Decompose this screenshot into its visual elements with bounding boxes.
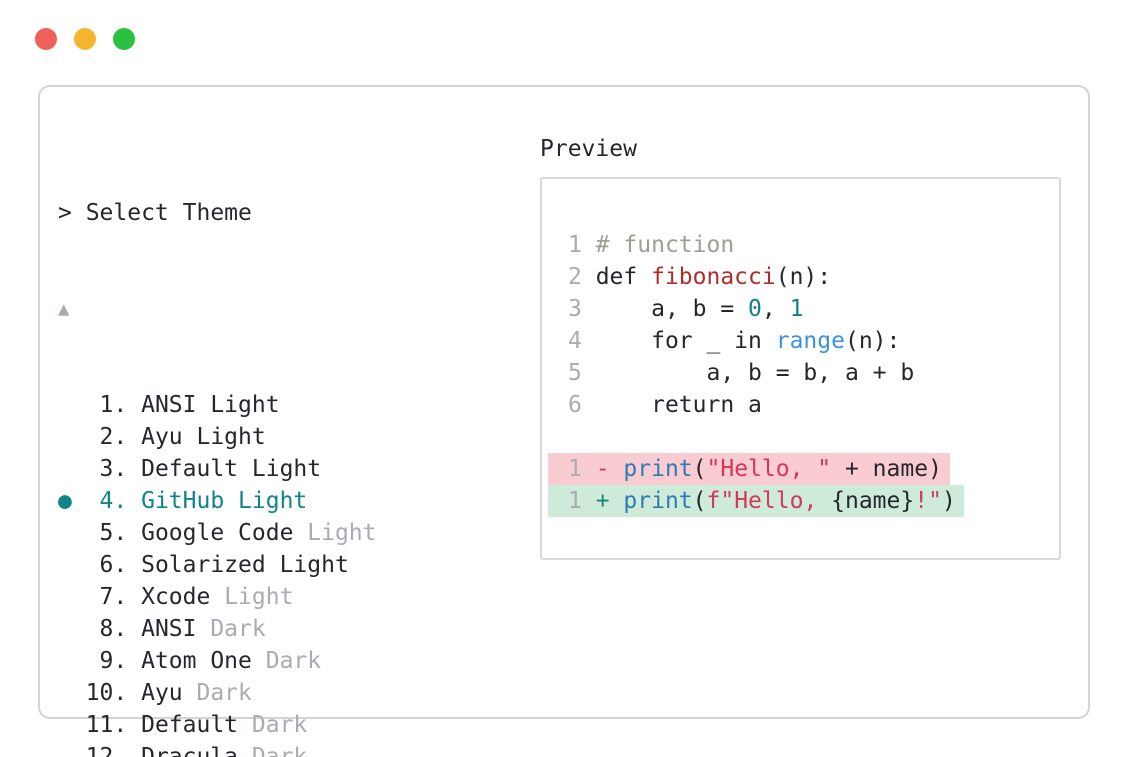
theme-option-variant: Dark	[182, 680, 252, 706]
theme-option-variant: Light	[293, 520, 377, 546]
theme-option-solarized-light[interactable]: 6. Solarized Light	[58, 549, 518, 581]
theme-option-name: Atom One	[141, 648, 252, 674]
theme-option-name: Xcode	[141, 584, 211, 610]
theme-option-name: Ayu Light	[141, 424, 266, 450]
theme-option-name: Dracula	[141, 744, 239, 757]
preview-code-box: 1 # function 2 def fibonacci(n): 3 a, b = …	[540, 177, 1061, 560]
theme-option-variant: Dark	[196, 616, 266, 642]
selected-item-marker: ● 4.	[58, 488, 142, 514]
theme-option-ayu-light[interactable]: 2. Ayu Light	[58, 421, 518, 453]
theme-option-number: 1.	[58, 392, 142, 418]
diff-added-line: 1 + print(f"Hello, {name}!")	[548, 485, 964, 517]
diff-removed-line: 1 - print("Hello, " + name)	[548, 453, 950, 485]
code-line: 3 a, b = 0, 1	[568, 296, 804, 322]
theme-option-name: Default	[141, 712, 239, 738]
theme-option-atom-one-dark[interactable]: 9. Atom One Dark	[58, 645, 518, 677]
code-sample: 1 # function 2 def fibonacci(n): 3 a, b = …	[542, 179, 1059, 517]
dialog-title: > Select Theme	[58, 200, 252, 226]
theme-option-name: Google Code	[141, 520, 294, 546]
theme-option-xcode-light[interactable]: 7. Xcode Light	[58, 581, 518, 613]
maximize-window-button[interactable]	[113, 28, 135, 50]
theme-option-number: 11.	[58, 712, 142, 738]
theme-option-ansi-dark[interactable]: 8. ANSI Dark	[58, 613, 518, 645]
theme-option-number: 10.	[58, 680, 142, 706]
theme-option-number: 2.	[58, 424, 142, 450]
theme-option-variant: Dark	[238, 744, 308, 757]
minimize-window-button[interactable]	[74, 28, 96, 50]
preview-title: Preview	[540, 136, 637, 162]
theme-option-ayu-dark[interactable]: 10. Ayu Dark	[58, 677, 518, 709]
theme-option-name: Ayu	[141, 680, 183, 706]
scroll-up-icon[interactable]: ▲	[58, 298, 70, 320]
theme-option-number: 9.	[58, 648, 142, 674]
window-controls	[35, 28, 135, 50]
theme-option-dracula-dark[interactable]: 12. Dracula Dark	[58, 741, 518, 757]
theme-option-default-light[interactable]: 3. Default Light	[58, 453, 518, 485]
theme-option-name: ANSI Light	[141, 392, 280, 418]
theme-option-default-dark[interactable]: 11. Default Dark	[58, 709, 518, 741]
theme-list: 1. ANSI Light 2. Ayu Light 3. Default Li…	[58, 389, 518, 757]
theme-option-number: 12.	[58, 744, 142, 757]
close-window-button[interactable]	[35, 28, 57, 50]
preview-section: Preview 1 # function 2 def fibonacci(n): 3…	[540, 133, 1067, 560]
code-line: 4 for _ in range(n):	[568, 328, 901, 354]
theme-option-number: 3.	[58, 456, 142, 482]
theme-option-variant: Dark	[251, 648, 322, 674]
theme-list-section: > Select Theme ▲ 1. ANSI Light 2. Ayu Li…	[58, 133, 518, 757]
code-line: 5 a, b = b, a + b	[568, 360, 915, 386]
theme-option-name: Default Light	[141, 456, 322, 482]
theme-option-google-code-light[interactable]: 5. Google Code Light	[58, 517, 518, 549]
theme-option-number: 8.	[58, 616, 142, 642]
theme-option-variant: Light	[210, 584, 294, 610]
code-blank-line	[568, 421, 1059, 453]
theme-option-ansi-light[interactable]: 1. ANSI Light	[58, 389, 518, 421]
theme-option-number: 6.	[58, 552, 142, 578]
theme-option-name: GitHub Light	[141, 488, 308, 514]
code-line: 2 def fibonacci(n):	[568, 264, 832, 290]
theme-option-name: ANSI	[141, 616, 197, 642]
code-line: 6 return a	[568, 392, 762, 418]
theme-option-variant: Dark	[238, 712, 308, 738]
code-line: 1 # function	[568, 232, 735, 258]
theme-option-number: 7.	[58, 584, 142, 610]
theme-picker-dialog: > Select Theme ▲ 1. ANSI Light 2. Ayu Li…	[38, 85, 1090, 757]
theme-option-github-light[interactable]: ● 4. GitHub Light	[58, 485, 518, 517]
theme-option-number: 5.	[58, 520, 142, 546]
theme-option-name: Solarized Light	[141, 552, 349, 578]
